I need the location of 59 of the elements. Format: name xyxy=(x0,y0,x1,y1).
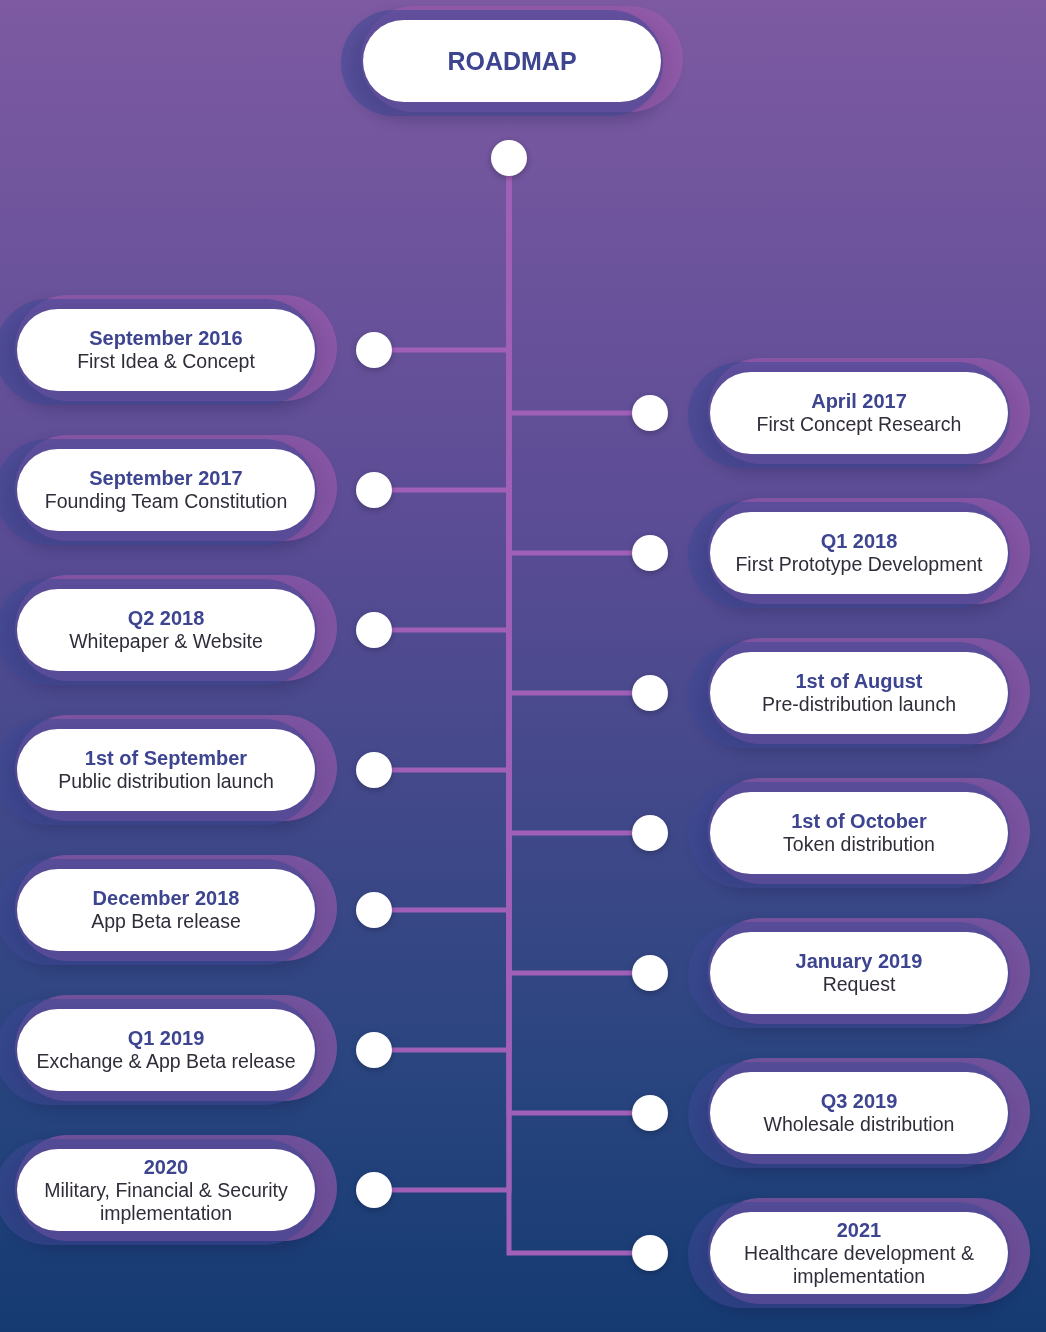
milestone-description: First Idea & Concept xyxy=(77,350,255,373)
milestone-description: Exchange & App Beta release xyxy=(36,1050,296,1073)
title: ROADMAP xyxy=(447,46,577,76)
milestone-pill xyxy=(710,512,1008,594)
timeline-dot xyxy=(632,395,668,431)
milestone-pill xyxy=(710,932,1008,1014)
timeline-dot xyxy=(356,1032,392,1068)
milestone-pill xyxy=(17,589,315,671)
milestone-date: Q3 2019 xyxy=(820,1090,898,1114)
milestone-pill xyxy=(17,1149,315,1231)
title-pill xyxy=(363,20,661,102)
milestone-description: Pre-distribution launch xyxy=(762,693,956,716)
milestone-pill xyxy=(17,449,315,531)
milestone-pill xyxy=(710,372,1008,454)
milestone-pill xyxy=(710,792,1008,874)
timeline-dot xyxy=(491,140,527,176)
milestone-pill xyxy=(710,1072,1008,1154)
timeline-dot xyxy=(632,815,668,851)
milestone-pill xyxy=(710,652,1008,734)
timeline-dot xyxy=(632,535,668,571)
milestone-description: First Prototype Development xyxy=(735,553,983,576)
milestone-date: 1st of August xyxy=(795,670,923,694)
milestone-pill xyxy=(17,1009,315,1091)
milestone-date: January 2019 xyxy=(795,950,923,974)
milestone-description: First Concept Research xyxy=(756,413,962,436)
timeline-dot xyxy=(356,892,392,928)
timeline-dot xyxy=(356,752,392,788)
milestone-pill xyxy=(710,1212,1008,1294)
milestone-date: 1st of October xyxy=(791,810,927,834)
milestone-date: September 2016 xyxy=(89,327,243,351)
milestone-description: Wholesale distribution xyxy=(763,1113,955,1136)
milestone-date: Q1 2018 xyxy=(820,530,898,554)
timeline-dot xyxy=(356,332,392,368)
milestone-pill xyxy=(17,869,315,951)
milestone-description: Token distribution xyxy=(783,833,935,856)
milestone-description: App Beta release xyxy=(91,910,241,933)
milestone-description: Healthcare development & implementation xyxy=(743,1242,975,1287)
milestone-description: Public distribution launch xyxy=(58,770,274,793)
timeline-dot xyxy=(632,955,668,991)
milestone-date: 1st of September xyxy=(84,747,248,771)
milestone-pill xyxy=(17,309,315,391)
timeline-dot xyxy=(632,675,668,711)
milestone-date: Q2 2018 xyxy=(127,607,205,631)
milestone-date: April 2017 xyxy=(811,390,907,414)
timeline-dot xyxy=(356,1172,392,1208)
milestone-date: 2020 xyxy=(143,1156,189,1180)
milestone-description: Whitepaper & Website xyxy=(69,630,263,653)
timeline-dot xyxy=(356,472,392,508)
milestone-date: 2021 xyxy=(836,1219,882,1243)
milestone-description: Request xyxy=(822,973,896,996)
milestone-description: Founding Team Constitution xyxy=(44,490,288,513)
milestone-pill xyxy=(17,729,315,811)
milestone-date: Q1 2019 xyxy=(127,1027,205,1051)
timeline-dot xyxy=(356,612,392,648)
milestone-date: September 2017 xyxy=(89,467,243,491)
timeline-dot xyxy=(632,1095,668,1131)
timeline-dot xyxy=(632,1235,668,1271)
milestone-description: Military, Financial & Security implementation xyxy=(43,1179,289,1224)
milestone-date: December 2018 xyxy=(92,887,240,911)
